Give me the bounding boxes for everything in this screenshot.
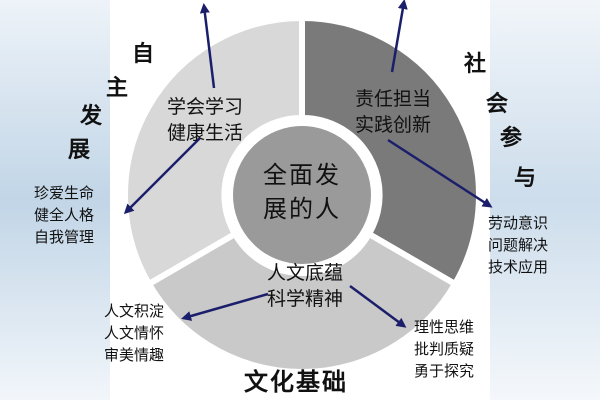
outcome-labor-2: 问题解决 [488, 236, 549, 254]
outcome-science-1: 理性思维 [414, 318, 475, 336]
dimension-autonomy-char-1: 自 [132, 42, 155, 67]
arrow-to-humanity [181, 292, 269, 321]
outcome-humanity-2: 人文情怀 [104, 324, 165, 342]
outcome-labor-3: 技术应用 [488, 258, 549, 276]
outcome-humanity-1: 人文积淀 [104, 302, 165, 320]
core-label-line2: 展的人 [263, 195, 341, 223]
segment-social-line1: 责任担当 [354, 88, 431, 110]
outcome-labor-1: 劳动意识 [488, 214, 549, 232]
arrow-to-science [349, 284, 407, 328]
segment-social [299, 14, 482, 289]
dimension-culture-label: 文化基础 [244, 368, 348, 396]
arrow-to-health [123, 137, 201, 215]
segment-culture-line2: 科学精神 [266, 288, 343, 310]
core-label: 全面发 展的人 [252, 158, 352, 226]
outcome-science-list: 理性思维 批判质疑 勇于探究 [414, 316, 474, 382]
dimension-social-char-4: 与 [514, 166, 537, 191]
outcome-health-2: 健全人格 [34, 206, 95, 224]
segment-social-label: 责任担当 实践创新 [338, 86, 448, 138]
segment-culture [144, 229, 460, 376]
arrow-to-labor [387, 138, 493, 208]
background-band-right [490, 0, 600, 400]
outcome-science-3: 勇于探究 [414, 362, 475, 380]
core-circle [227, 120, 377, 270]
outcome-science-2: 批判质疑 [414, 340, 475, 358]
outcome-humanity-3: 审美情趣 [104, 346, 165, 364]
outcome-health-list: 珍爱生命 健全人格 自我管理 [34, 182, 94, 248]
outcome-labor-list: 劳动意识 问题解决 技术应用 [488, 212, 548, 278]
arrow-social-up [390, 0, 408, 73]
segment-autonomy-line1: 学会学习 [166, 96, 243, 118]
dimension-autonomy-char-4: 展 [68, 138, 91, 163]
outcome-health-1: 珍爱生命 [34, 184, 95, 202]
dimension-autonomy-char-2: 主 [106, 76, 129, 101]
dimension-social-char-2: 会 [486, 92, 509, 117]
segment-social-line2: 实践创新 [354, 114, 431, 136]
arrow-autonomy-up [199, 3, 216, 89]
outcome-humanity-list: 人文积淀 人文情怀 审美情趣 [104, 300, 164, 366]
segment-autonomy [122, 14, 305, 289]
dimension-autonomy-char-3: 发 [80, 104, 103, 129]
segment-autonomy-line2: 健康生活 [166, 122, 243, 144]
dimension-social-char-1: 社 [464, 52, 487, 77]
segment-culture-label: 人文底蕴 科学精神 [250, 260, 360, 312]
outcome-health-3: 自我管理 [34, 228, 95, 246]
segment-culture-line1: 人文底蕴 [266, 262, 343, 284]
core-label-line1: 全面发 [263, 161, 341, 189]
segment-autonomy-label: 学会学习 健康生活 [150, 94, 260, 146]
dimension-social-char-3: 参 [500, 126, 523, 151]
background-band-left [0, 0, 110, 400]
